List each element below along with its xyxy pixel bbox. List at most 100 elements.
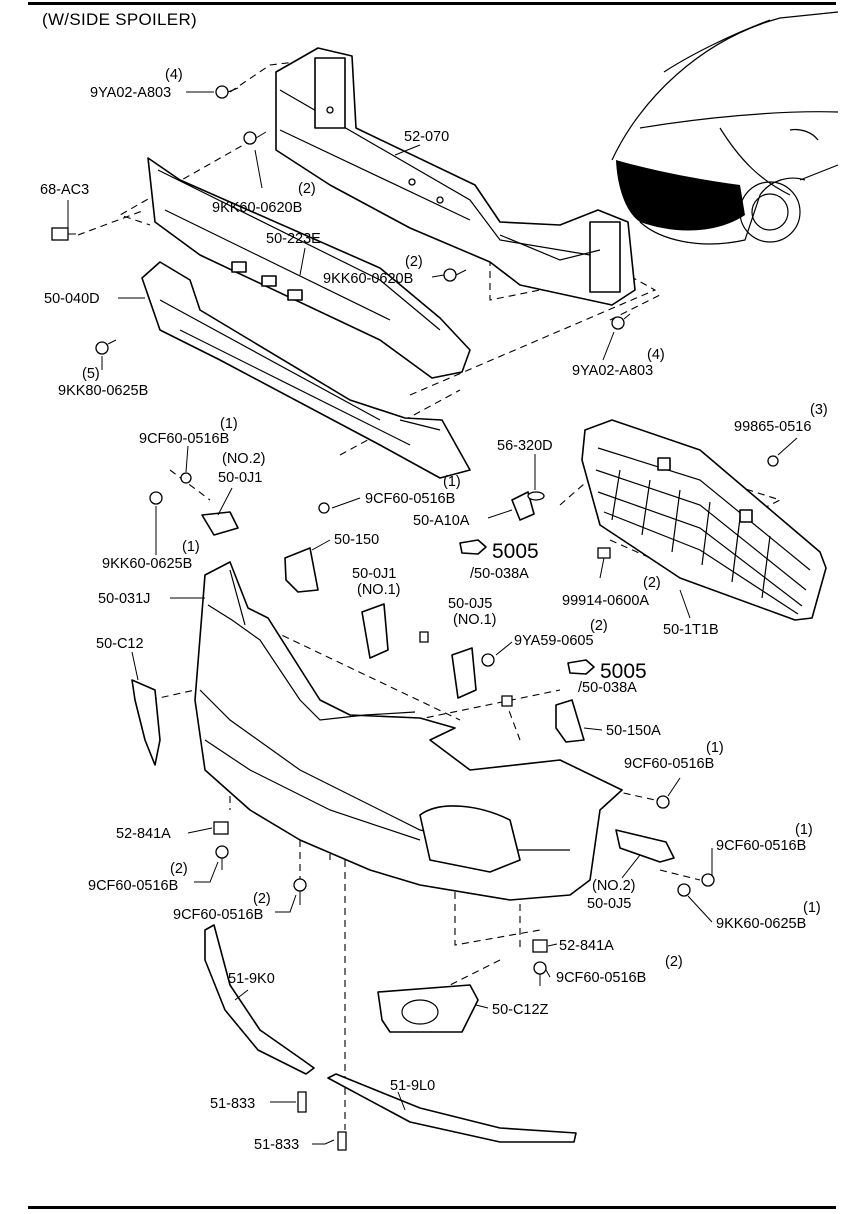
callout-qty: (1) [220,416,238,432]
callout-no: (NO.1) [357,582,401,598]
callout-99865-0516: 99865-0516 [734,419,811,435]
bracket-50-0j1-no1 [361,603,389,659]
callout-9cf60-0516b: 9CF60-0516B [716,838,806,854]
callout-50-150: 50-150 [334,532,379,548]
callout-5005: 5005 [600,660,647,683]
reinforcement-beam-52-070 [275,47,636,306]
callout-52-841a: 52-841A [116,826,171,842]
hand-pointer-icon [567,659,595,675]
bracket-50-0j5-no1 [451,647,477,699]
front-grille-50-1t1b [581,419,827,621]
callout-50-0j5: 50-0J5 [587,896,631,912]
callout-qty: (2) [590,618,608,634]
callout-9cf60-0516b: 9CF60-0516B [173,907,263,923]
bolt-icon [293,878,307,905]
callout-51-9l0: 51-9L0 [390,1078,435,1094]
callout-qty: (2) [405,254,423,270]
callout-qty: (5) [82,366,100,382]
callout-qty: (1) [795,822,813,838]
callout-9kk60-0620b: 9KK60-0620B [323,271,413,287]
bolt-icon [611,313,631,330]
callout-50-1t1b: 50-1T1B [663,622,719,638]
callout-9ya59-0605: 9YA59-0605 [514,633,594,649]
bracket-50-0j5-no2 [615,829,675,863]
callout-qty: (1) [443,474,461,490]
callout-50-0j1: 50-0J1 [218,470,262,486]
nut-icon [213,821,229,835]
bolt-icon [501,695,513,707]
callout-50-031j: 50-031J [98,591,150,607]
bolt-icon [767,455,779,467]
callout-9kk60-0625b: 9KK60-0625B [102,556,192,572]
energy-absorber-50-223e [147,157,471,379]
callout-50-150a: 50-150A [606,723,661,739]
leader-lines [67,91,798,1145]
callout-50-038a: /50-038A [470,566,529,582]
callout-68-ac3: 68-AC3 [40,182,89,198]
callout-qty: (4) [647,347,665,363]
cover-56-320d [511,491,535,521]
bumper-cover-50-031j [194,561,623,901]
callout-no: (NO.1) [453,612,497,628]
bracket-50-0j1-no2 [201,511,239,536]
callout-56-320d: 56-320D [497,438,553,454]
callout-9cf60-0516b: 9CF60-0516B [139,431,229,447]
side-spoiler-51-9k0 [204,924,315,1075]
nut-icon [597,547,611,559]
callout-9kk80-0625b: 9KK80-0625B [58,383,148,399]
hand-pointer-icon [459,539,487,555]
bolt-icon [149,491,163,505]
callout-qty: (1) [706,740,724,756]
callout-9cf60-0516b: 9CF60-0516B [88,878,178,894]
callout-qty: (1) [803,900,821,916]
nut-icon [532,939,548,953]
callout-qty: (1) [182,539,200,555]
callout-no: (NO.2) [222,451,266,467]
lower-bracket-50-040d [141,261,471,479]
fog-cover-50-c12z [377,984,479,1033]
callout-5005: 5005 [492,540,539,563]
callout-qty: (4) [165,67,183,83]
callout-51-833: 51-833 [210,1096,255,1112]
callout-52-841a: 52-841A [559,938,614,954]
fasteners [51,85,779,1151]
callout-51-9k0: 51-9K0 [228,971,275,987]
bolt-icon [443,268,467,282]
callout-50-040d: 50-040D [44,291,100,307]
callout-50-c12: 50-C12 [96,636,144,652]
top-border [28,2,836,5]
callout-qty: (3) [810,402,828,418]
clip-icon [51,227,76,241]
page-title: (W/SIDE SPOILER) [42,10,197,29]
bolt-icon [481,653,495,667]
bolt-icon [243,131,267,145]
clip-50-a10a [527,491,545,501]
callout-50-c12z: 50-C12Z [492,1002,549,1018]
bottom-border [28,1206,836,1209]
bolt-icon [318,502,330,514]
callout-50-0j5: 50-0J5 [448,596,492,612]
bolt-icon [533,961,547,986]
small-parts [131,491,675,1143]
bolt-icon [180,472,192,484]
callout-qty: (2) [170,861,188,877]
callout-9cf60-0516b: 9CF60-0516B [556,970,646,986]
callout-qty: (2) [643,575,661,591]
bolt-icon [95,339,117,355]
bolt-icon [419,631,429,643]
bolt-icon [215,85,239,99]
callout-99914-0600a: 99914-0600A [562,593,649,609]
callout-50-a10a: 50-A10A [413,513,470,529]
callout-9cf60-0516b: 9CF60-0516B [624,756,714,772]
bolt-icon [701,873,715,887]
cover-50-c12 [131,679,161,766]
side-spoiler-51-9l0 [327,1073,577,1143]
callout-9ya02-a803: 9YA02-A803 [572,363,653,379]
callout-50-223e: 50-223E [266,231,321,247]
callout-9ya02-a803: 9YA02-A803 [90,85,171,101]
callout-51-833: 51-833 [254,1137,299,1153]
callouts: (4) 9YA02-A803 52-070 68-AC3 (2) 9KK60-0… [40,67,828,1153]
bolt-icon [215,845,229,870]
callout-50-038a: /50-038A [578,680,637,696]
